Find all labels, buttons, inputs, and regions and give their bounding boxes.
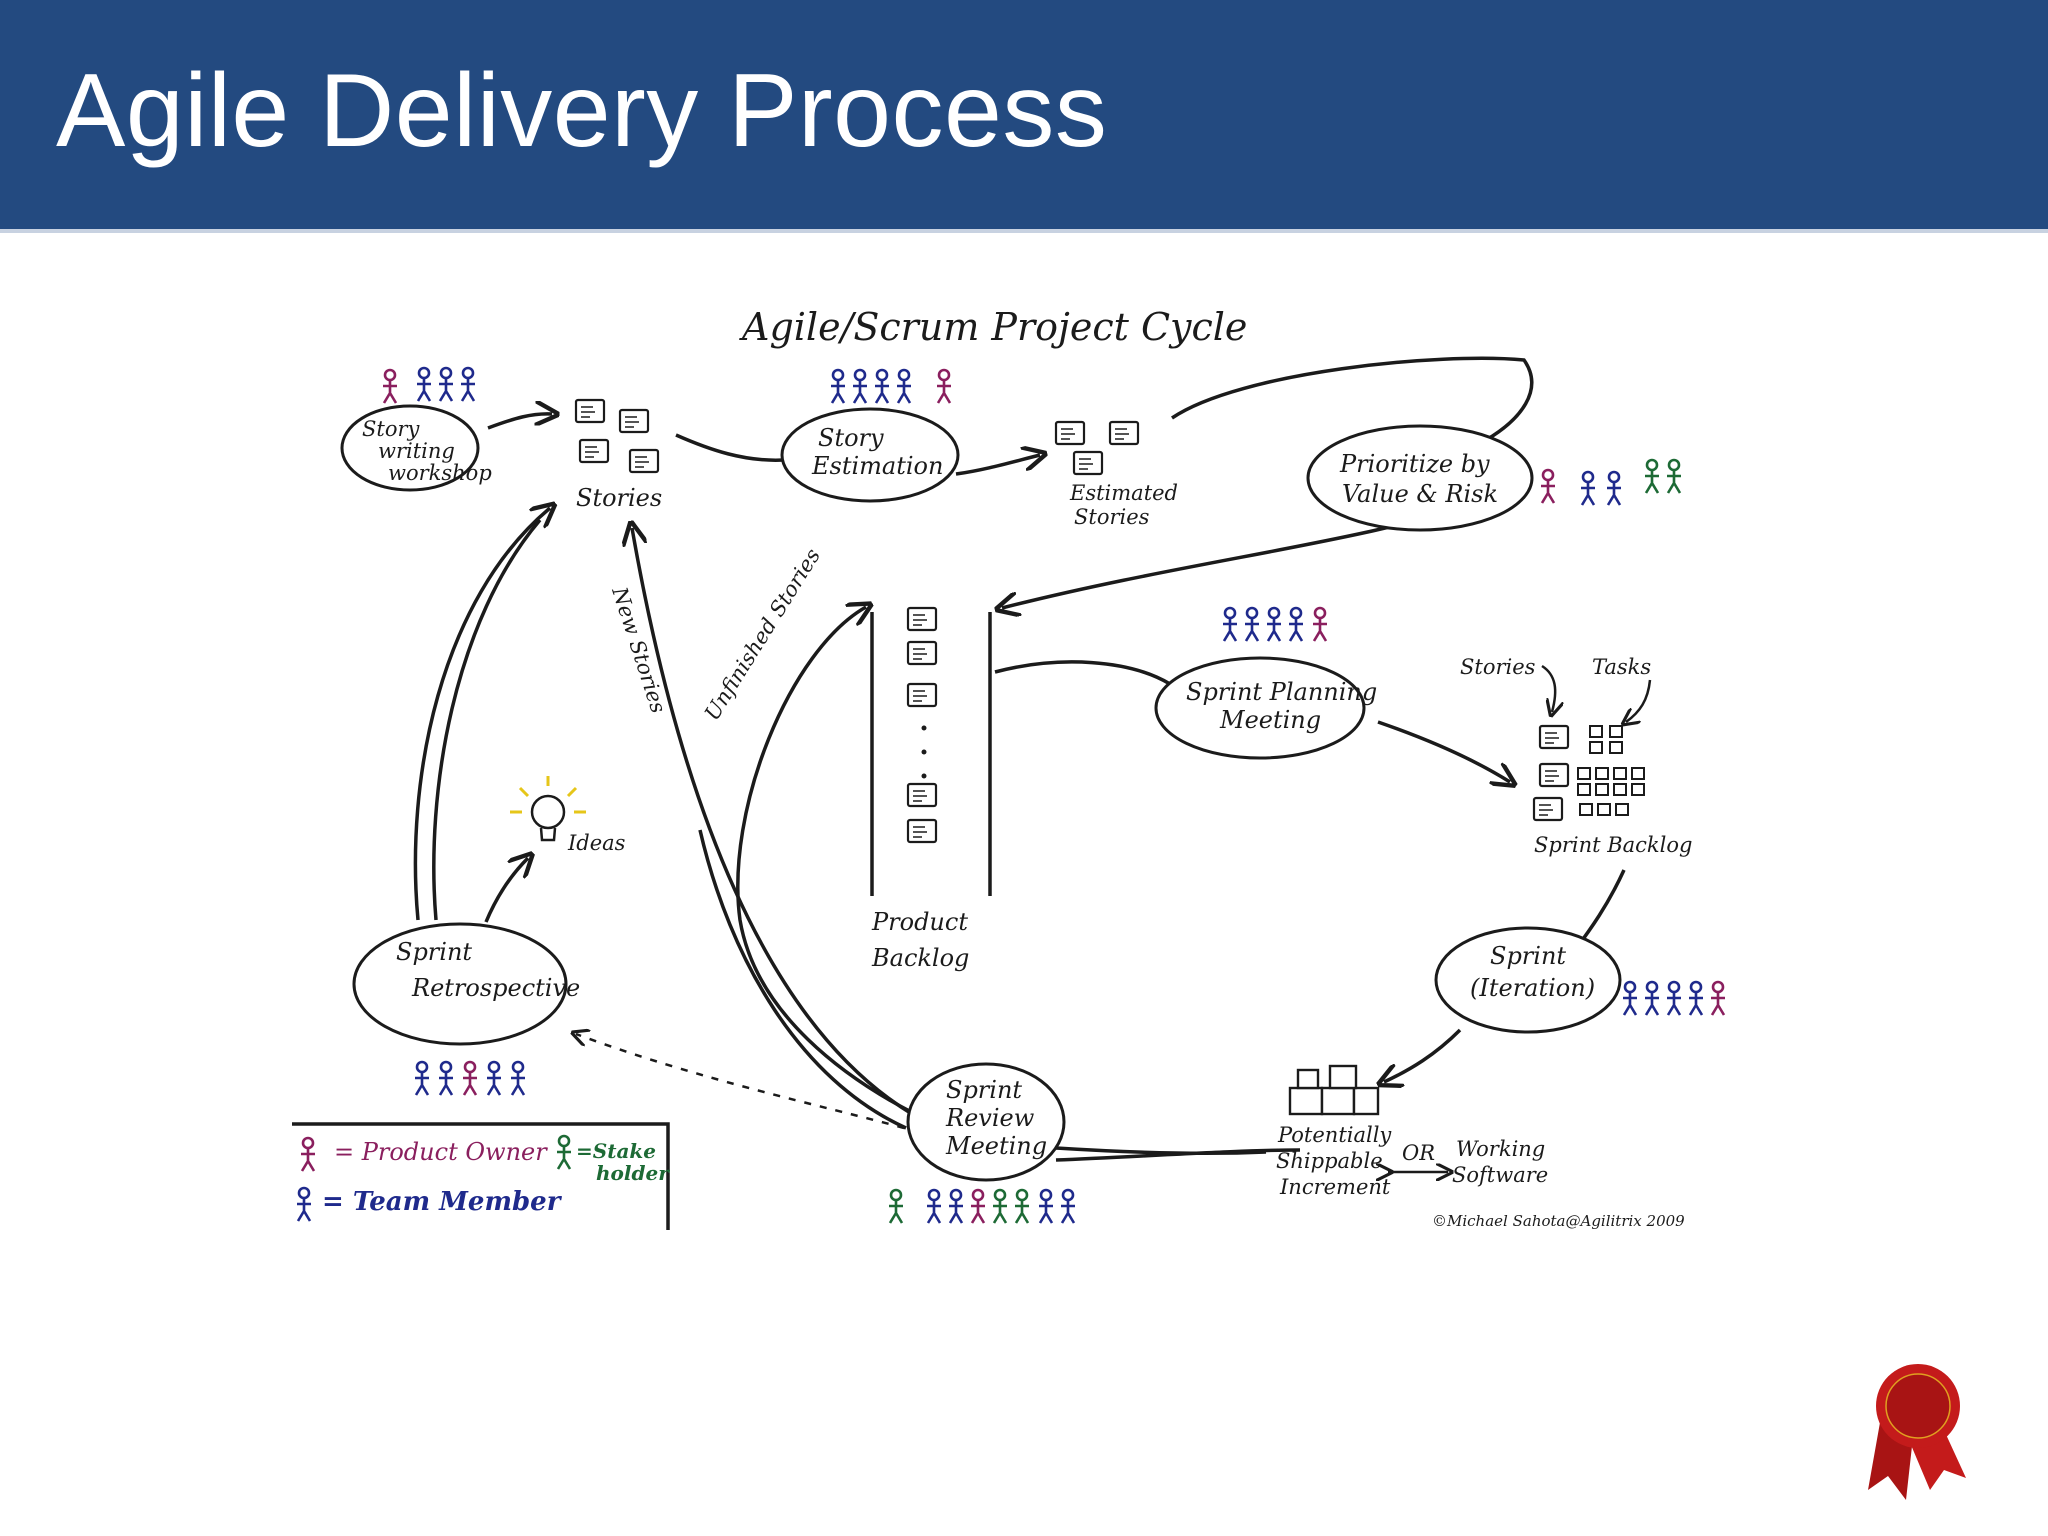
legend-team-member: = Team Member <box>322 1187 563 1217</box>
svg-text:Meeting: Meeting <box>945 1132 1047 1160</box>
sprint-backlog: Stories Tasks Sprint Backlog <box>1460 655 1692 857</box>
seal-icon <box>1868 1364 1966 1500</box>
svg-text:Retrospective: Retrospective <box>411 974 580 1002</box>
copyright-label: ©Michael Sahota@Agilitrix 2009 <box>1432 1212 1685 1230</box>
svg-text:Sprint: Sprint <box>1490 942 1566 970</box>
svg-text:Story: Story <box>362 417 421 441</box>
lightbulb-icon <box>510 776 586 842</box>
increment-boxes <box>1288 1064 1380 1116</box>
new-stories-label: New Stories <box>607 583 671 716</box>
arrow-sprint-to-increment <box>1384 1028 1462 1082</box>
flow-arrows <box>413 356 1626 1162</box>
arrow-estimation-to-estimated <box>955 455 1040 476</box>
node-sprint-review: Sprint Review Meeting <box>906 1062 1066 1182</box>
people-sprint-planning <box>1221 606 1329 643</box>
arrow-new-stories <box>632 528 913 1116</box>
svg-text:Shippable: Shippable <box>1276 1149 1383 1173</box>
stories-cards: Stories <box>574 398 662 512</box>
node-story-estimation: Story Estimation <box>780 407 960 503</box>
arrow-estimated-to-prioritize <box>1171 356 1534 442</box>
svg-text:Prioritize by: Prioritize by <box>1339 450 1490 478</box>
slide-title: Agile Delivery Process <box>56 53 1108 169</box>
svg-text:Meeting: Meeting <box>1219 706 1321 734</box>
svg-text:holder: holder <box>596 1161 670 1185</box>
svg-text:writing: writing <box>378 439 455 463</box>
stories-label: Stories <box>576 484 662 512</box>
svg-text:Stories: Stories <box>1460 655 1536 679</box>
svg-text:Review: Review <box>945 1104 1035 1132</box>
estimated-stories-cards: Estimated Stories <box>1054 420 1178 529</box>
svg-text:workshop: workshop <box>388 461 492 485</box>
product-backlog: Product Backlog <box>870 606 992 972</box>
arrow-workshop-to-stories <box>487 414 552 430</box>
svg-text:Estimation: Estimation <box>811 452 943 480</box>
legend-stakeholder: =Stake <box>576 1139 656 1163</box>
people-sprint-retro <box>413 1060 527 1097</box>
svg-text:Story: Story <box>818 424 884 452</box>
svg-text:Sprint Planning: Sprint Planning <box>1186 678 1377 706</box>
arrow-backlog-to-planning <box>994 660 1171 686</box>
svg-text:Product: Product <box>871 908 968 936</box>
arrow-planning-to-sprint-backlog <box>1377 720 1510 782</box>
svg-text:Increment: Increment <box>1279 1175 1391 1199</box>
node-story-writing: Story writing workshop <box>340 404 492 492</box>
people-story-writing <box>381 366 477 405</box>
ideas-label: Ideas <box>567 831 626 855</box>
arrow-retro-to-stories <box>413 508 550 921</box>
people-sprint-review <box>887 1188 1077 1225</box>
svg-text:Sprint: Sprint <box>396 938 472 966</box>
svg-text:Value & Risk: Value & Risk <box>1342 480 1498 508</box>
node-sprint-retrospective: Sprint Retrospective <box>352 922 580 1046</box>
arrow-unfinished-stories <box>736 607 939 1127</box>
node-sprint-planning: Sprint Planning Meeting <box>1154 656 1377 760</box>
unfinished-stories-label: Unfinished Stories <box>700 544 825 725</box>
diagram-heading: Agile/Scrum Project Cycle <box>739 305 1247 349</box>
people-prioritize <box>1539 458 1683 507</box>
node-prioritize: Prioritize by Value & Risk <box>1306 424 1534 532</box>
or-label: OR <box>1402 1141 1435 1165</box>
svg-text:Software: Software <box>1452 1163 1548 1187</box>
title-bar: Agile Delivery Process <box>0 0 2048 233</box>
svg-text:Sprint: Sprint <box>946 1076 1022 1104</box>
svg-text:Potentially: Potentially <box>1277 1123 1392 1147</box>
people-sprint <box>1621 980 1727 1017</box>
svg-text:Working: Working <box>1456 1137 1545 1161</box>
svg-text:Stories: Stories <box>1074 505 1150 529</box>
legend-product-owner: = Product Owner <box>334 1138 548 1166</box>
arrow-new-stories-inner <box>698 829 907 1130</box>
arrow-increment-to-review-inner <box>1055 1148 1301 1162</box>
arrow-retro-to-stories-inner <box>432 518 542 921</box>
arrow-review-to-retro <box>576 1034 905 1130</box>
arrow-retro-to-ideas <box>484 858 528 923</box>
svg-text:Estimated: Estimated <box>1069 481 1178 505</box>
node-sprint: Sprint (Iteration) <box>1434 926 1622 1034</box>
svg-text:(Iteration): (Iteration) <box>1470 974 1595 1002</box>
svg-text:Sprint Backlog: Sprint Backlog <box>1534 833 1692 857</box>
svg-text:Backlog: Backlog <box>871 944 969 972</box>
people-story-estimation <box>829 368 953 405</box>
legend: = Product Owner = Team Member =Stake hol… <box>292 1122 670 1230</box>
arrow-stories-to-estimation <box>675 433 785 462</box>
svg-text:Tasks: Tasks <box>1592 655 1651 679</box>
